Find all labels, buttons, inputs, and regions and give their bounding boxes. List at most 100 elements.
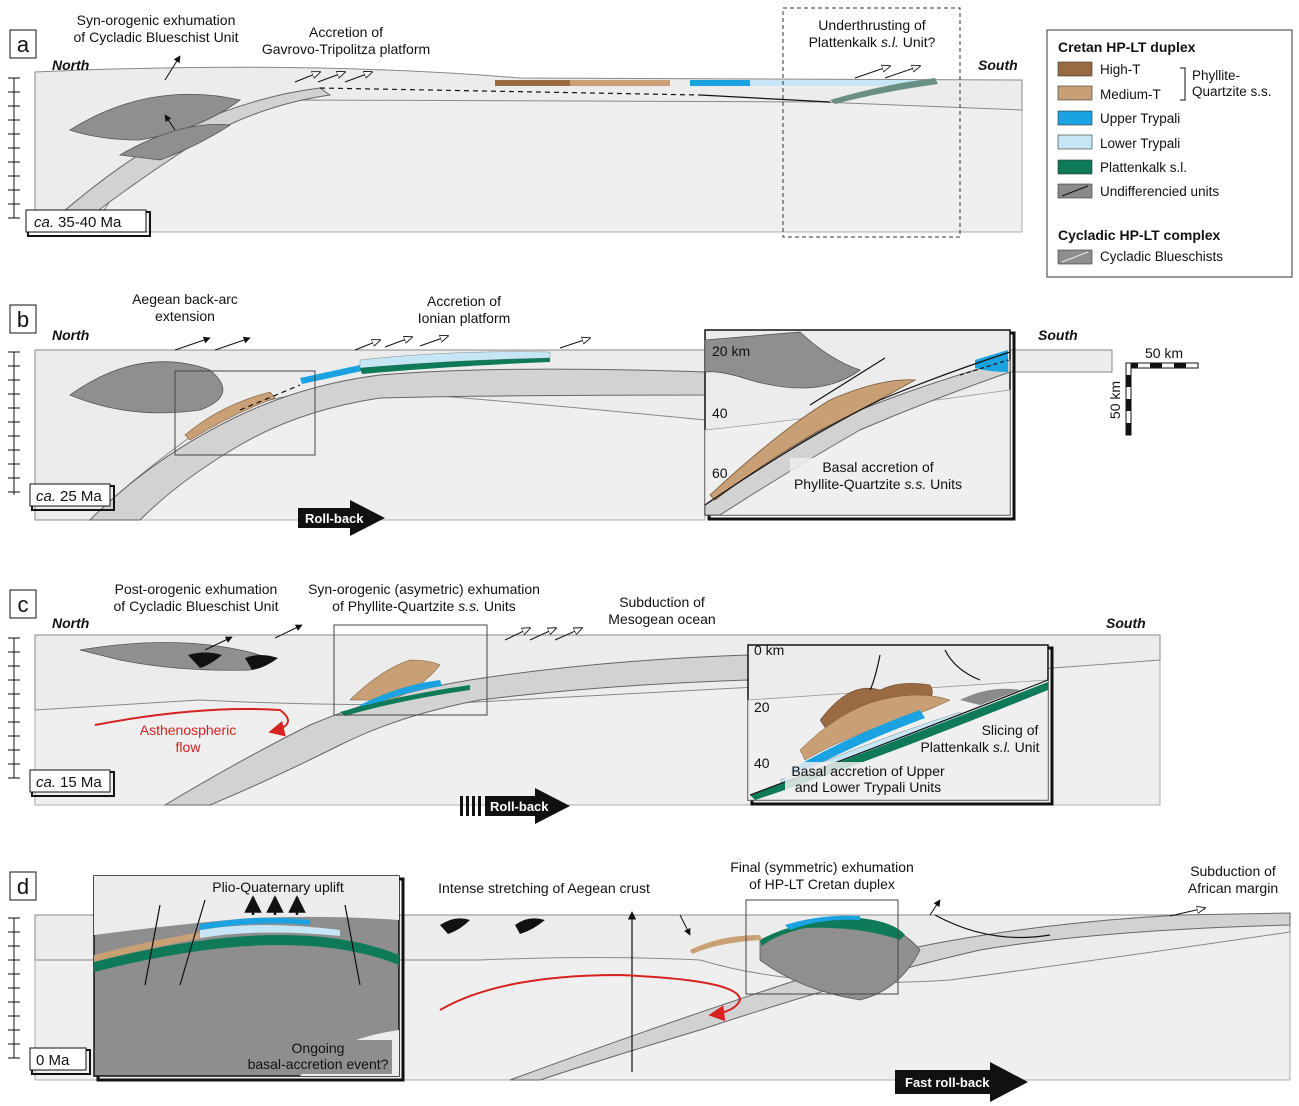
inset-b-fault-3 xyxy=(959,359,1009,376)
inset-c-depth-mid: 20 xyxy=(754,699,770,715)
plattenkalk-a xyxy=(830,78,938,104)
south-label-a: South xyxy=(978,57,1018,73)
legend-bracket-label: Phyllite-Quartzite s.s. xyxy=(1192,68,1272,99)
panel-c-label-box: c xyxy=(9,589,37,619)
legend-bracket xyxy=(1180,67,1186,101)
north-label-c: North xyxy=(52,615,89,631)
depth-ticks-b xyxy=(8,351,20,495)
inset-d-lower-trypali xyxy=(200,925,340,938)
plattenkalk-b xyxy=(360,358,550,374)
scale-horizontal-label: 50 km xyxy=(1145,345,1183,361)
inset-c-fault-2 xyxy=(944,649,981,681)
rollback-arrow-b: Roll-back xyxy=(298,500,385,536)
svg-text:Lower Trypali: Lower Trypali xyxy=(1100,136,1180,151)
fault-arrows-c xyxy=(204,624,582,651)
legend-title-2: Cycladic HP-LT complex xyxy=(1058,227,1221,243)
inset-b-depth-mid: 40 xyxy=(712,405,728,421)
age-label-a: ca.35-40 Ma xyxy=(34,214,122,231)
panel-d-label-box: d xyxy=(9,871,37,901)
inset-c-thrust xyxy=(749,679,1049,796)
asthenospheric-flow-arrow xyxy=(94,708,289,737)
rollback-arrow-d: Fast roll-back xyxy=(895,1062,1028,1102)
detachment-a xyxy=(319,87,701,96)
north-label-a: North xyxy=(52,57,89,73)
lower-trypali-a xyxy=(750,80,930,86)
svg-text:Undifferencied units: Undifferencied units xyxy=(1100,184,1219,199)
panel-a: a North South Syn-orogenic exhumati xyxy=(8,7,1023,238)
age-box-c: ca.15 Ma xyxy=(29,769,115,797)
inset-c-upper-trypali xyxy=(790,710,925,776)
legend-item-lower-trypali: Lower Trypali xyxy=(1057,134,1180,151)
dome-cap-d xyxy=(760,918,905,946)
legend-item-undifferencied: Undifferencied units xyxy=(1057,183,1219,199)
cycladic-lower-a xyxy=(118,124,232,161)
annotation-d-1: Intense stretching of Aegean crust xyxy=(438,880,650,896)
cycladic-wedge-a xyxy=(69,93,241,141)
inset-d-plattenkalk xyxy=(94,935,399,972)
depth-ticks-d xyxy=(8,917,20,1059)
inset-d-fault-3 xyxy=(344,904,361,986)
age-label-d: 0 Ma xyxy=(36,1052,70,1069)
dome-blue-d xyxy=(785,915,860,930)
upper-trypali-a xyxy=(690,80,750,86)
dome-black-c xyxy=(188,652,278,670)
svg-text:High-T: High-T xyxy=(1100,62,1141,77)
mantle-flow-arrow-d xyxy=(439,973,742,1022)
legend-item-cycladic: Cycladic Blueschists xyxy=(1057,249,1223,265)
slab-d xyxy=(509,912,1291,1081)
inset-c-undiff xyxy=(960,688,1020,705)
inset-d-fault-1 xyxy=(144,904,161,986)
normal-fault-d xyxy=(934,914,1051,939)
svg-text:d: d xyxy=(17,874,29,899)
svg-text:Roll-back: Roll-back xyxy=(305,511,364,526)
svg-text:Fast roll-back: Fast roll-back xyxy=(905,1075,990,1090)
zoom-box-b xyxy=(174,370,316,456)
scale-bar: 50 km 50 km xyxy=(1107,345,1199,436)
svg-text:c: c xyxy=(18,592,29,617)
inset-b-depth-top: 20 km xyxy=(712,343,750,359)
upper-trypali-c xyxy=(360,680,442,710)
legend-item-upper-trypali: Upper Trypali xyxy=(1057,110,1180,126)
inset-b-thrust xyxy=(704,351,1011,506)
medium-t-a xyxy=(570,80,670,86)
south-label-c: South xyxy=(1106,615,1146,631)
panel-a-label-box: a xyxy=(9,29,37,59)
legend-title-1: Cretan HP-LT duplex xyxy=(1058,39,1196,55)
svg-text:Plattenkalk s.l.: Plattenkalk s.l. xyxy=(1100,160,1187,175)
fault-arrows-b xyxy=(174,336,590,351)
zoom-box-c xyxy=(333,624,488,716)
dome-black-d xyxy=(440,918,545,934)
rollback-arrow-c: Roll-back xyxy=(460,788,570,824)
svg-text:Roll-back: Roll-back xyxy=(490,799,549,814)
south-label-b: South xyxy=(1038,327,1078,343)
plattenkalk-c xyxy=(340,685,470,716)
inset-d-title: Plio-Quaternary uplift xyxy=(212,879,344,895)
svg-text:ca.15 Ma: ca.15 Ma xyxy=(36,774,102,791)
svg-text:Cycladic Blueschists: Cycladic Blueschists xyxy=(1100,249,1223,264)
lithosphere-b-east xyxy=(1009,349,1113,373)
panel-a-label: a xyxy=(17,32,30,57)
inset-c-depth-top: 0 km xyxy=(754,642,784,658)
age-box-d: 0 Ma xyxy=(29,1047,91,1075)
fault-arrows-a xyxy=(164,55,920,131)
high-t-a xyxy=(495,80,570,86)
scale-vertical-label: 50 km xyxy=(1107,381,1123,419)
